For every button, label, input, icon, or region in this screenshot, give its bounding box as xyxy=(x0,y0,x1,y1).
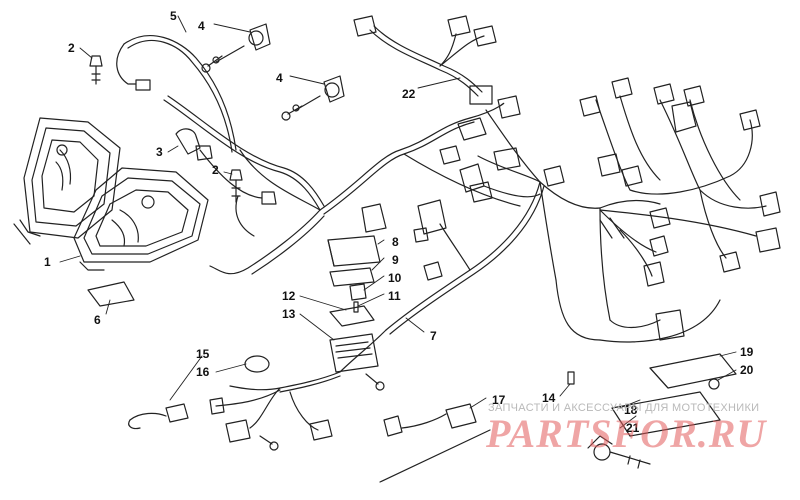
callout-5: 5 xyxy=(170,9,177,23)
adjuster-lower xyxy=(281,75,345,121)
watermark-tagline: ЗАПЧАСТИ И АКСЕССУАРЫ ДЛЯ МОТОТЕХНИКИ xyxy=(488,402,760,414)
callout-11: 11 xyxy=(388,289,401,303)
callout-14: 14 xyxy=(542,391,556,405)
callout-4-upper: 4 xyxy=(198,19,205,33)
callout-1: 1 xyxy=(44,255,51,269)
fuse xyxy=(353,301,359,313)
callout-6: 6 xyxy=(94,313,101,327)
watermark-logo: PARTSFOR.RU xyxy=(486,411,767,456)
fuse-box-cover xyxy=(327,235,381,267)
callout-17: 17 xyxy=(492,393,506,407)
mounting-pad xyxy=(87,281,135,307)
lower-harness-branch xyxy=(209,371,385,451)
headlight-bulb xyxy=(175,128,213,161)
callout-7: 7 xyxy=(430,329,437,343)
callout-4-lower: 4 xyxy=(276,71,283,85)
key-assembly xyxy=(587,435,651,469)
bulb-socket-upper xyxy=(89,55,103,85)
callout-15: 15 xyxy=(196,347,210,361)
temperature-sensor xyxy=(128,403,189,430)
relay xyxy=(349,283,367,301)
callout-18: 18 xyxy=(624,403,638,417)
callout-21: 21 xyxy=(626,421,640,435)
headlight-left xyxy=(13,117,121,245)
clamp-ring xyxy=(244,355,270,373)
callout-20: 20 xyxy=(740,363,754,377)
upper-sub-harness xyxy=(353,15,497,105)
callout-19: 19 xyxy=(740,345,754,359)
callout-2-lower: 2 xyxy=(212,163,219,177)
callout-8: 8 xyxy=(392,235,399,249)
fuse-bracket xyxy=(329,305,375,327)
callout-22: 22 xyxy=(402,87,416,101)
callout-16: 16 xyxy=(196,365,210,379)
connector-cluster-right xyxy=(497,77,781,287)
callout-3: 3 xyxy=(156,145,163,159)
headlight-right xyxy=(73,167,209,271)
fuse-box-parts xyxy=(327,235,381,373)
callout-13: 13 xyxy=(282,307,296,321)
callout-2-upper: 2 xyxy=(68,41,75,55)
leader-lines xyxy=(59,15,737,429)
headlight-pigtail xyxy=(116,35,237,153)
callout-9: 9 xyxy=(392,253,399,267)
callout-labels: 1 2 2 3 4 4 5 6 7 8 9 10 11 12 13 14 15 … xyxy=(44,9,754,435)
front-harness-branch xyxy=(163,95,325,237)
connector-cluster-middle xyxy=(361,117,541,281)
fuse-block xyxy=(329,333,379,373)
sensor-module xyxy=(379,403,491,483)
callout-12: 12 xyxy=(282,289,296,303)
screw xyxy=(567,371,575,385)
ecu-bracket xyxy=(611,309,737,437)
bulb-socket-lower xyxy=(229,169,243,203)
main-harness xyxy=(209,102,721,373)
fuse-holder-gasket xyxy=(329,267,375,287)
adjuster-upper xyxy=(201,23,271,73)
callout-10: 10 xyxy=(388,271,402,285)
